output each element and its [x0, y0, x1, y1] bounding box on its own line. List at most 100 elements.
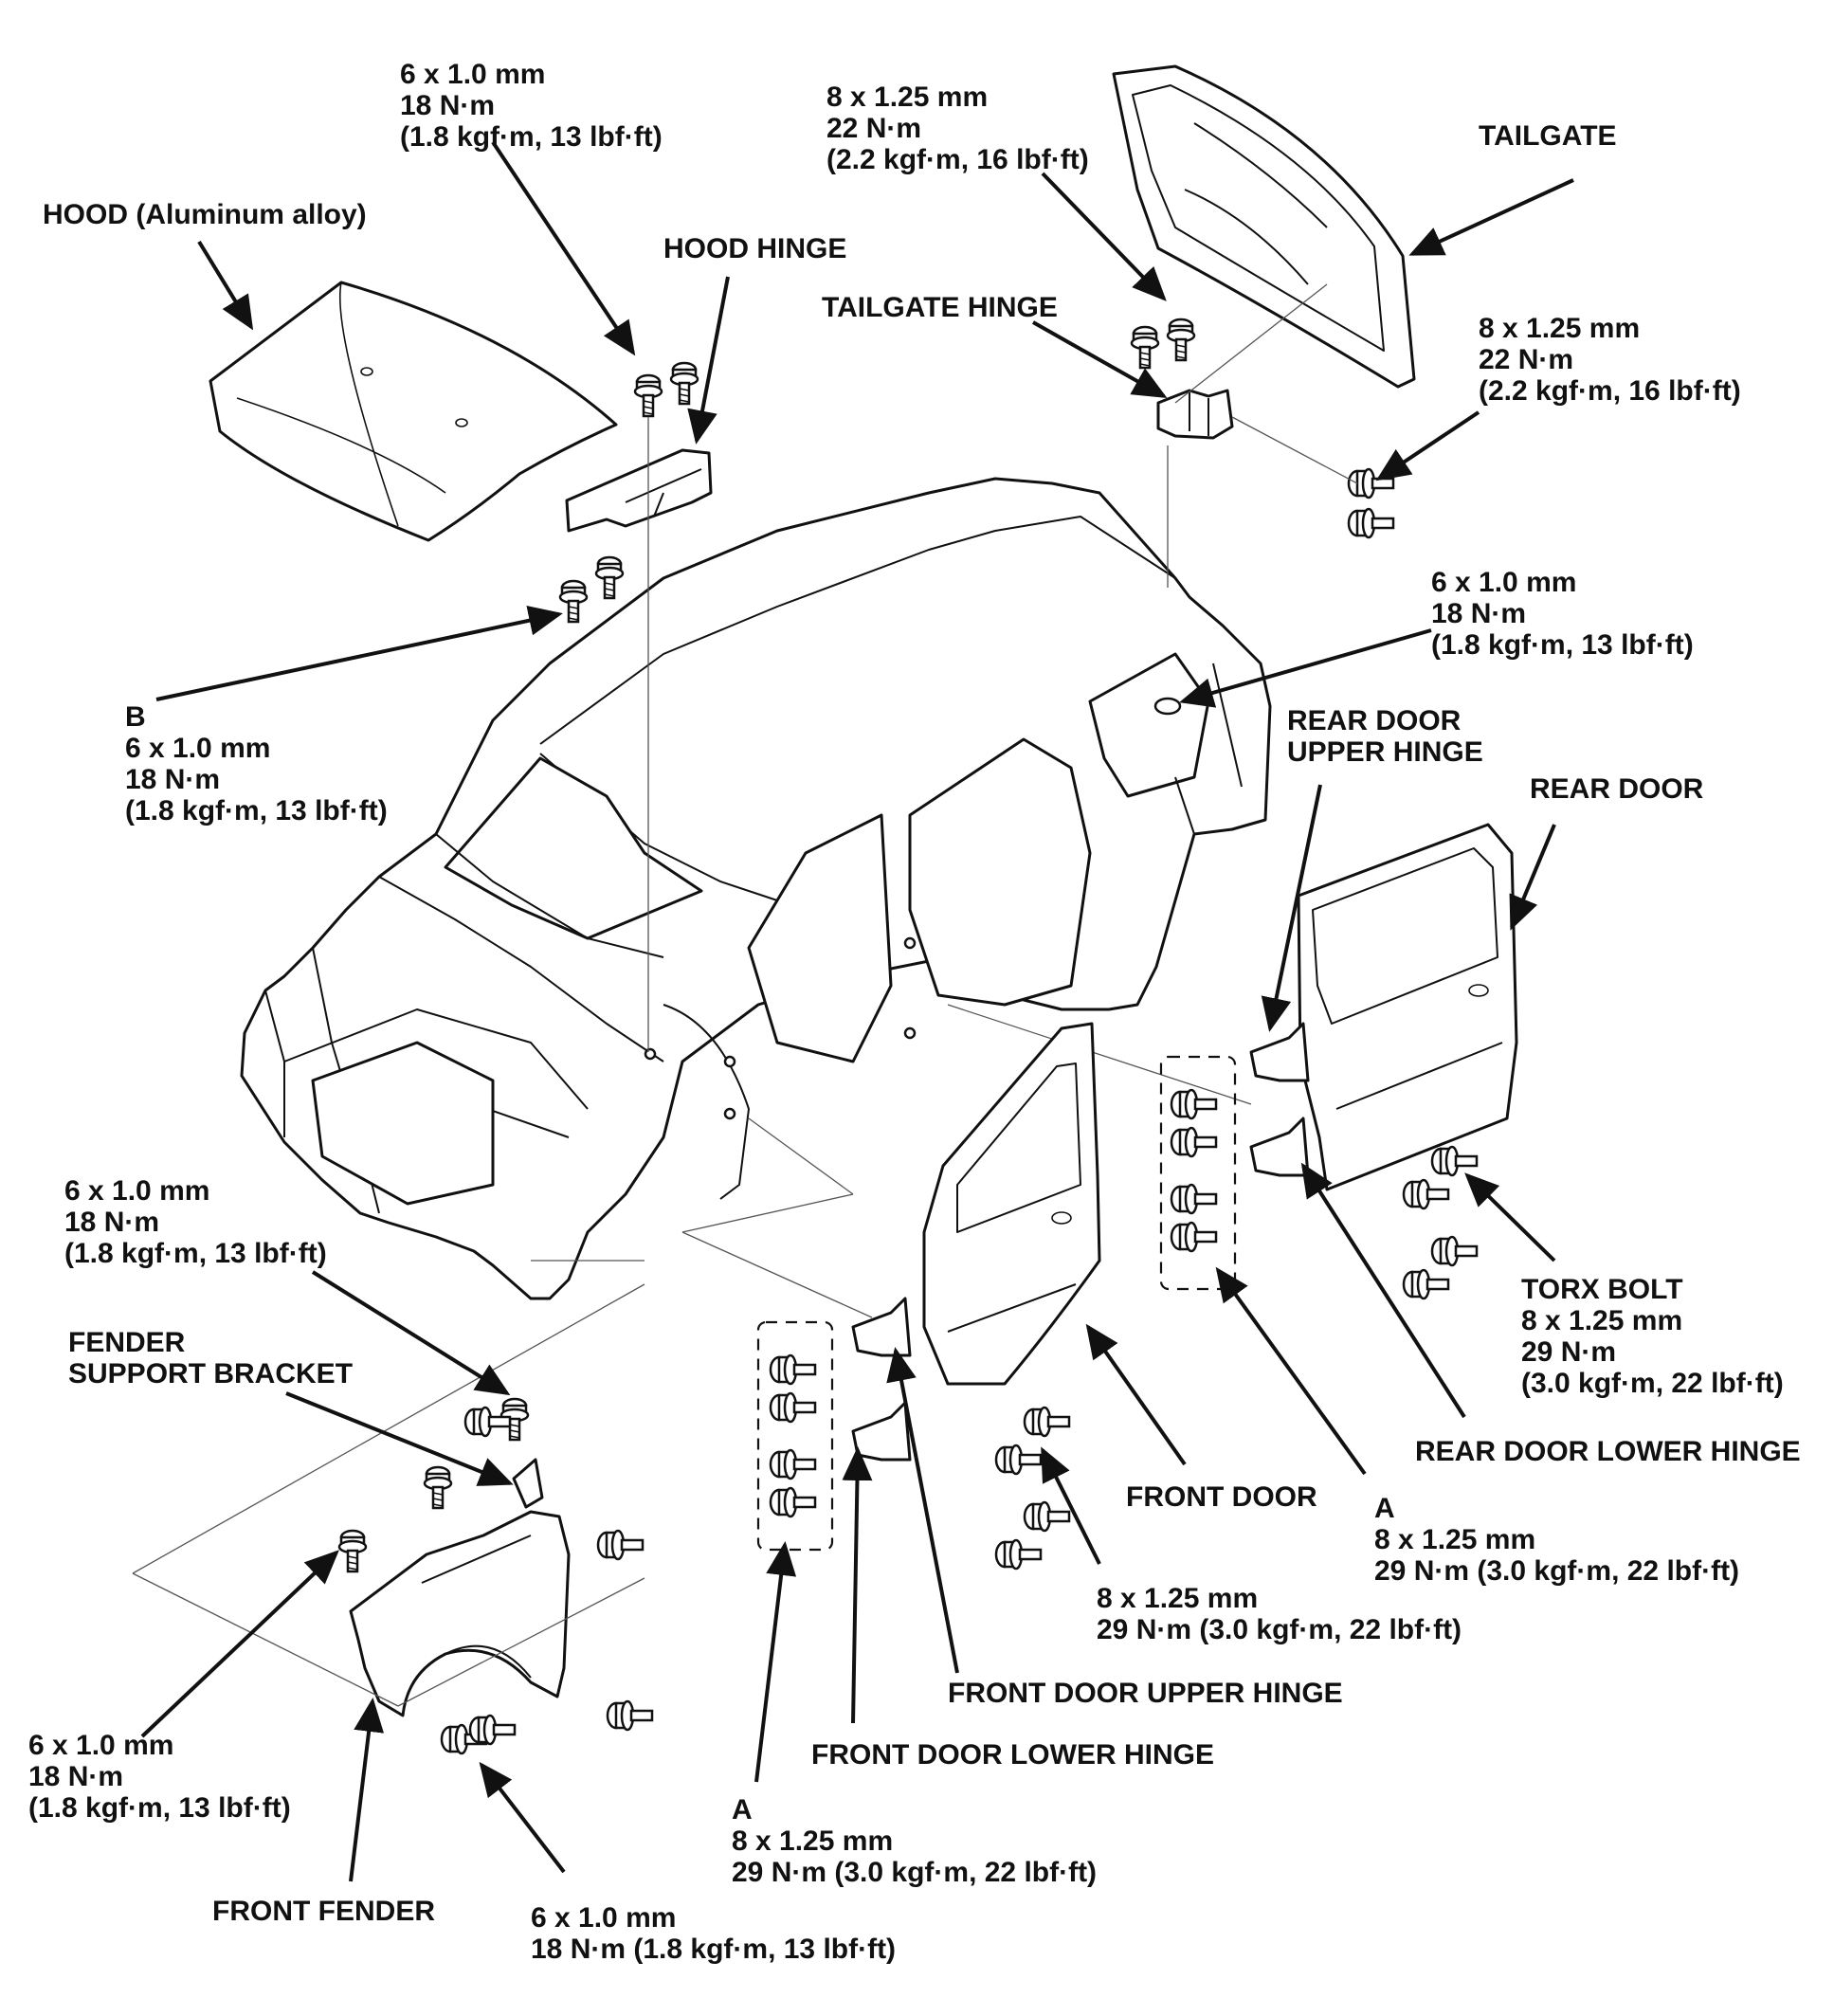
spec-torque: 18 N·m [64, 1207, 160, 1238]
torx-bolt-icon [1430, 1145, 1479, 1177]
spec-size: 6 x 1.0 mm [64, 1175, 210, 1207]
label-torx-bolt: TORX BOLT 8 x 1.25 mm 29 N·m (3.0 kgf·m,… [1521, 1274, 1784, 1399]
spec-torque: 18 N·m [400, 90, 496, 121]
torx-bolt-icon [1402, 1268, 1450, 1300]
front-door-bolt-icon [1023, 1500, 1071, 1533]
spec-size: 8 x 1.25 mm [1521, 1305, 1683, 1336]
spec-torque-alt: (2.2 kgf·m, 16 lbf·ft) [1479, 375, 1741, 407]
bolt-callout-letter: B [125, 701, 146, 733]
tailgate-hinge-bolt-icon [1130, 325, 1160, 370]
spec-size: 8 x 1.25 mm [1097, 1583, 1259, 1614]
label-hood-hinge: HOOD HINGE [663, 233, 847, 264]
spec-size: 6 x 1.0 mm [531, 1902, 677, 1934]
front-fender [349, 1510, 571, 1717]
spec-torque-alt: (1.8 kgf·m, 13 lbf·ft) [28, 1792, 291, 1824]
label-front-door-upper-hinge: FRONT DOOR UPPER HINGE [948, 1678, 1343, 1709]
front-hinge-bolt-a-icon [769, 1448, 817, 1480]
front-door-lower-hinge [851, 1401, 912, 1462]
spec-torque: 18 N·m [125, 764, 221, 795]
spec-size: 8 x 1.25 mm [1374, 1524, 1536, 1555]
hood-hinge-bolt-icon [669, 361, 699, 406]
spec-torque: 29 N·m (3.0 kgf·m, 22 lbf·ft) [1097, 1614, 1462, 1645]
label-tailgate-hinge: TAILGATE HINGE [822, 292, 1058, 323]
spec-size: 8 x 1.25 mm [732, 1825, 894, 1857]
label-hood-hinge-bolt: 6 x 1.0 mm 18 N·m (1.8 kgf·m, 13 lbf·ft) [400, 59, 663, 153]
torx-bolt-icon [1402, 1178, 1450, 1210]
label-rear-door-upper-hinge: REAR DOOR UPPER HINGE [1287, 705, 1483, 768]
front-door-bolt-icon [994, 1538, 1043, 1571]
label-fender-side-bolt: 6 x 1.0 mm 18 N·m (1.8 kgf·m, 13 lbf·ft) [28, 1730, 291, 1824]
label-fender-bottom-bolt: 6 x 1.0 mm 18 N·m (1.8 kgf·m, 13 lbf·ft) [531, 1902, 896, 1965]
label-line: SUPPORT BRACKET [68, 1358, 354, 1389]
label-fender-bracket-bolt: 6 x 1.0 mm 18 N·m (1.8 kgf·m, 13 lbf·ft) [64, 1175, 327, 1269]
label-front-hinge-bolt-a: A 8 x 1.25 mm 29 N·m (3.0 kgf·m, 22 lbf·… [732, 1794, 1097, 1888]
hood [209, 281, 618, 542]
label-line: REAR DOOR [1287, 705, 1462, 736]
front-hinge-bolt-a-icon [769, 1486, 817, 1518]
spec-size: 6 x 1.0 mm [400, 59, 546, 90]
front-door-bolt-icon [1023, 1406, 1071, 1438]
label-tailgate-hinge-bolt-side: 8 x 1.25 mm 22 N·m (2.2 kgf·m, 16 lbf·ft… [1479, 313, 1741, 407]
label-front-door-lower-hinge: FRONT DOOR LOWER HINGE [811, 1739, 1214, 1771]
spec-torque-alt: (1.8 kgf·m, 13 lbf·ft) [400, 121, 663, 153]
leader-arrows [140, 140, 1574, 1882]
spec-size: 8 x 1.25 mm [1479, 313, 1641, 344]
label-front-door: FRONT DOOR [1126, 1481, 1317, 1513]
rear-hinge-bolt-a-icon [1170, 1183, 1218, 1215]
vehicle-body [240, 477, 1272, 1300]
rear-door [1297, 823, 1518, 1191]
fender-bolt-icon [596, 1529, 645, 1561]
spec-torque-alt: (1.8 kgf·m, 13 lbf·ft) [125, 795, 388, 826]
rear-hinge-bolt-a-icon [1170, 1088, 1218, 1120]
spec-torque: 18 N·m (1.8 kgf·m, 13 lbf·ft) [531, 1934, 897, 1965]
rear-door-lower-hinge [1249, 1117, 1310, 1177]
spec-size: 6 x 1.0 mm [1431, 567, 1577, 598]
rear-hinge-bolt-a-icon [1170, 1126, 1218, 1158]
bolt-b-icon [558, 579, 589, 624]
fender-bolt-icon [468, 1714, 517, 1746]
label-bolt-b: B 6 x 1.0 mm 18 N·m (1.8 kgf·m, 13 lbf·f… [125, 701, 388, 826]
hood-hinge [565, 448, 713, 533]
spec-torque: 18 N·m [1431, 598, 1527, 629]
tailgate-side-bolt-icon [1347, 507, 1395, 539]
label-tailgate: TAILGATE [1479, 120, 1617, 152]
spec-torque-alt: (2.2 kgf·m, 16 lbf·ft) [826, 144, 1089, 175]
front-door [922, 1022, 1101, 1386]
spec-torque-alt: (1.8 kgf·m, 13 lbf·ft) [1431, 629, 1694, 661]
spec-torque-alt: (3.0 kgf·m, 22 lbf·ft) [1521, 1368, 1784, 1399]
label-rear-door: REAR DOOR [1530, 773, 1704, 805]
hood-hinge-bolt-icon [633, 373, 663, 418]
tailgate-hinge-bolt-icon [1166, 318, 1196, 362]
label-line: TORX BOLT [1521, 1274, 1683, 1305]
front-door-upper-hinge [851, 1297, 912, 1357]
bolt-callout-letter: A [732, 1794, 753, 1825]
label-rear-door-lower-hinge: REAR DOOR LOWER HINGE [1415, 1436, 1801, 1467]
label-tailgate-body-bolt: 6 x 1.0 mm 18 N·m (1.8 kgf·m, 13 lbf·ft) [1431, 567, 1694, 661]
label-rear-hinge-bolt-a: A 8 x 1.25 mm 29 N·m (3.0 kgf·m, 22 lbf·… [1374, 1493, 1739, 1587]
label-fender-support-bracket: FENDER SUPPORT BRACKET [68, 1327, 353, 1389]
spec-torque: 22 N·m [826, 113, 922, 144]
fender-support-bracket [512, 1458, 544, 1509]
torx-bolt-icon [1430, 1235, 1479, 1267]
label-line: FENDER [68, 1327, 186, 1358]
spec-torque-alt: (1.8 kgf·m, 13 lbf·ft) [64, 1238, 327, 1269]
label-hood: HOOD (Aluminum alloy) [43, 199, 367, 230]
rear-hinge-bolt-a-icon [1170, 1221, 1218, 1253]
spec-torque: 22 N·m [1479, 344, 1574, 375]
spec-torque: 29 N·m (3.0 kgf·m, 22 lbf·ft) [732, 1857, 1098, 1888]
spec-torque: 29 N·m [1521, 1336, 1617, 1368]
label-tailgate-hinge-bolt-top: 8 x 1.25 mm 22 N·m (2.2 kgf·m, 16 lbf·ft… [826, 82, 1089, 175]
spec-size: 6 x 1.0 mm [28, 1730, 174, 1761]
tailgate-hinge [1156, 389, 1234, 440]
rear-door-upper-hinge [1249, 1022, 1310, 1082]
front-hinge-bolt-a-icon [769, 1391, 817, 1424]
spec-torque: 29 N·m (3.0 kgf·m, 22 lbf·ft) [1374, 1555, 1740, 1587]
label-line: UPPER HINGE [1287, 736, 1483, 768]
fender-bolt-icon [423, 1465, 453, 1510]
front-door-bolt-icon [994, 1444, 1043, 1476]
front-hinge-bolt-a-icon [769, 1353, 817, 1386]
fender-bolt-icon [337, 1529, 368, 1573]
bolt-b-icon [594, 555, 625, 600]
spec-size: 8 x 1.25 mm [826, 82, 989, 113]
